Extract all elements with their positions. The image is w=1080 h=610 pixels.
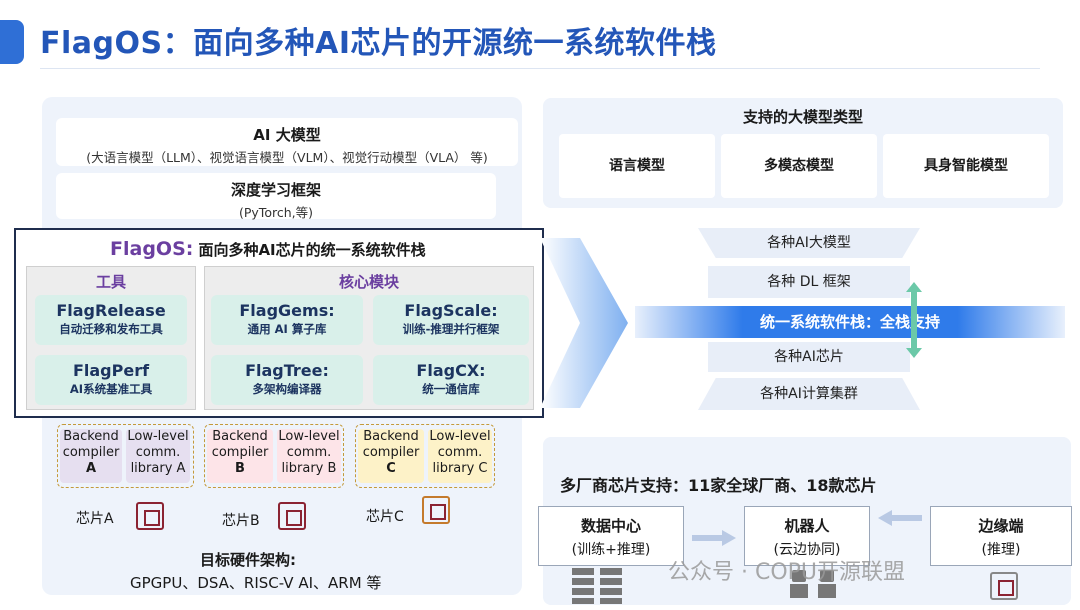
backend-compiler: Backend compiler B [207,429,273,483]
ai-models-card: AI 大模型 (大语言模型（LLM）、视觉语言模型（VLM）、视觉行动模型（VL… [56,118,518,166]
library-line: comm. [286,445,332,460]
core-name: FlagTree: [245,361,329,380]
model-types-panel: 支持的大模型类型 语言模型 多模态模型 具身智能模型 [543,98,1063,208]
tool-desc: 自动迁移和发布工具 [59,322,163,336]
core-desc: 通用 AI 算子库 [247,322,327,336]
model-type-card: 语言模型 [559,134,715,198]
hw-title: 目标硬件架构: [200,551,296,569]
backend-line: A [85,461,97,476]
dest-title: 数据中心 [580,517,641,535]
dest-robot: 机器人 (云边协同) [744,506,870,566]
dest-title: 机器人 [784,517,830,535]
tools-panel: 工具 FlagRelease 自动迁移和发布工具 FlagPerf AI系统基准… [26,266,196,410]
backend-library: Low-level comm. library B [277,429,341,483]
tool-name: FlagPerf [72,361,150,380]
arrow-right-icon [692,530,736,546]
library-line: library A [130,461,186,476]
chip-icon [278,502,306,530]
core-name: FlagScale: [404,301,498,320]
up-down-arrow-icon [906,282,922,358]
model-type-card: 具身智能模型 [883,134,1049,198]
title-accent-bar [0,20,24,64]
backend-line: compiler [211,445,269,460]
backend-line: C [386,461,396,476]
dest-sub: (推理) [981,542,1021,558]
dl-framework-card: 深度学习框架 (PyTorch,等) [56,173,496,220]
flagos-name: FlagOS: [110,238,194,260]
backend-line: Backend [212,429,268,444]
hw-list: GPGPU、DSA、RISC-V AI、ARM 等 [130,574,382,592]
tool-desc: AI系统基准工具 [69,382,153,396]
backend-compiler: Backend compiler A [60,429,122,483]
tool-name: FlagRelease [56,301,166,320]
arrow-left-icon [878,510,922,526]
core-flagscale: FlagScale: 训练-推理并行框架 [373,295,529,345]
library-line: Low-level [127,429,189,444]
core-name: FlagCX: [416,361,486,380]
core-flagtree: FlagTree: 多架构编译器 [211,355,363,405]
core-name: FlagGems: [239,301,335,320]
dest-sub: (训练+推理) [571,542,651,558]
robot-icon [790,570,836,598]
chip-label-b: 芯片B [222,513,260,529]
library-line: library B [281,461,337,476]
tool-flagrelease: FlagRelease 自动迁移和发布工具 [35,295,187,345]
dest-title: 边缘端 [978,517,1024,535]
core-flaggems: FlagGems: 通用 AI 算子库 [211,295,363,345]
ai-models-sub: (大语言模型（LLM）、视觉语言模型（VLM）、视觉行动模型（VLA） 等) [86,150,488,165]
chip-label-a: 芯片A [76,511,114,527]
tool-flagperf: FlagPerf AI系统基准工具 [35,355,187,405]
backend-library: Low-level comm. library C [428,429,492,483]
stack-ai-chips: 各种AI芯片 [708,342,910,372]
dl-framework-sub: (PyTorch,等) [239,205,313,220]
stack-dl-frameworks: 各种 DL 框架 [708,266,910,298]
backend-line: compiler [362,445,420,460]
library-line: library C [432,461,488,476]
backend-line: Backend [63,429,119,444]
backend-group-b: Backend compiler B Low-level comm. libra… [204,424,344,488]
dl-framework-title: 深度学习框架 [230,181,321,199]
tools-heading: 工具 [95,273,126,291]
flow-arrow-icon [540,238,628,408]
model-type-card: 多模态模型 [721,134,877,198]
dest-edge: 边缘端 (推理) [930,506,1072,566]
server-rack-icon [572,568,622,604]
core-flagcx: FlagCX: 统一通信库 [373,355,529,405]
dest-datacenter: 数据中心 (训练+推理) [538,506,684,566]
flagos-box: FlagOS: 面向多种AI芯片的统一系统软件栈 工具 FlagRelease … [14,228,544,418]
core-desc: 统一通信库 [422,382,480,396]
ai-models-title: AI 大模型 [253,126,321,144]
edge-chip-icon [990,572,1018,600]
core-desc: 多架构编译器 [252,382,322,396]
unified-stack-bar: 统一系统软件栈：全栈支持 [635,306,1065,338]
stack-ai-models: 各种AI大模型 [698,228,920,258]
model-types-title: 支持的大模型类型 [742,108,863,126]
chip-icon [136,502,164,530]
core-panel: 核心模块 FlagGems: 通用 AI 算子库 FlagScale: 训练-推… [204,266,534,410]
chip-label-c: 芯片C [366,509,404,525]
title-divider [40,68,1040,69]
stack-ai-clusters: 各种AI计算集群 [698,378,920,410]
library-line: Low-level [429,429,491,444]
core-desc: 训练-推理并行框架 [402,322,500,336]
library-line: comm. [437,445,483,460]
flagos-heading: FlagOS: 面向多种AI芯片的统一系统软件栈 [110,238,426,260]
backend-line: Backend [363,429,419,444]
backend-compiler: Backend compiler C [358,429,424,483]
library-line: Low-level [278,429,340,444]
backend-library: Low-level comm. library A [126,429,190,483]
library-line: comm. [135,445,181,460]
backend-group-c: Backend compiler C Low-level comm. libra… [355,424,495,488]
backend-line: compiler [62,445,120,460]
flagos-desc: 面向多种AI芯片的统一系统软件栈 [198,241,426,259]
page-title: FlagOS：面向多种AI芯片的开源统一系统软件栈 [40,26,717,61]
watermark: 公众号 · COPU开源联盟 [668,560,906,585]
vendor-title: 多厂商芯片支持：11家全球厂商、18款芯片 [560,476,877,495]
backend-group-a: Backend compiler A Low-level comm. libra… [57,424,194,488]
chip-icon [422,496,450,524]
core-heading: 核心模块 [338,273,399,291]
backend-line: B [235,461,245,476]
dest-sub: (云边协同) [773,542,841,558]
